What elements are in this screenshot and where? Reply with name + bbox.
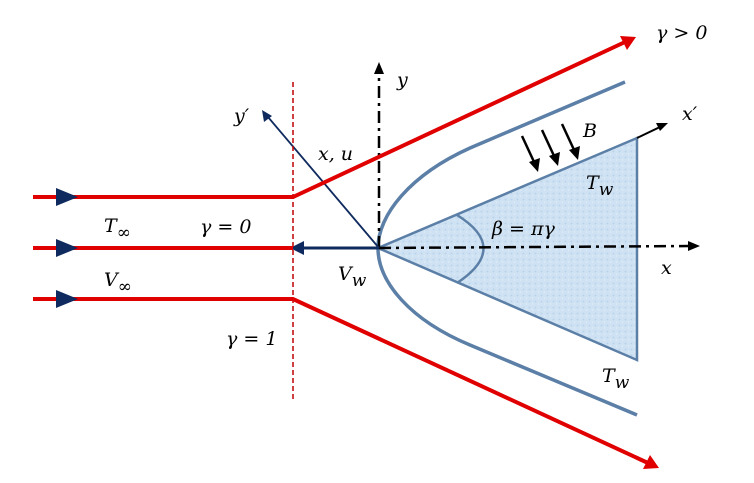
magnetic-field-arrows [520,123,577,165]
streamline-lower [33,297,649,465]
label-beta: β = πγ [491,218,555,240]
label-V-w: Vw [338,263,367,291]
y-axis-arrowhead [374,62,384,74]
wall-velocity-arrowhead [290,241,304,255]
label-x-u: x, u [318,143,353,165]
label-V-inf: V∞ [104,269,132,297]
streamline-lower-arrowhead [643,455,659,469]
label-gamma-eq-0: γ = 0 [200,216,251,238]
label-gamma-gt-0: γ > 0 [656,22,707,44]
x-prime-axis-line [636,126,661,139]
x-axis-arrowhead [688,241,700,251]
streamline-upper-arrowhead [620,36,636,50]
wedge-body [374,136,639,362]
y-prime-arrowhead [262,110,272,122]
label-T-w-top: Tw [586,172,614,200]
x-prime-arrowhead [656,123,668,131]
x-axis-line [378,244,691,250]
label-gamma-eq-1: γ = 1 [226,328,277,350]
label-y-prime: y′ [233,105,250,127]
label-T-inf: T∞ [104,215,131,243]
magnetic-field-arrowheads [529,146,580,172]
label-x-prime: x′ [682,103,698,125]
inflow-arrowheads [56,188,78,308]
inflow-arrowhead-upper [56,188,78,206]
label-y-axis: y [396,69,408,91]
label-B: B [582,120,597,142]
inflow-arrowhead-lower [56,290,78,308]
label-T-w-bottom: Tw [602,365,630,393]
inflow-arrowhead-middle [56,239,78,257]
streamline-upper [33,40,626,199]
label-x-axis: x [661,257,672,279]
